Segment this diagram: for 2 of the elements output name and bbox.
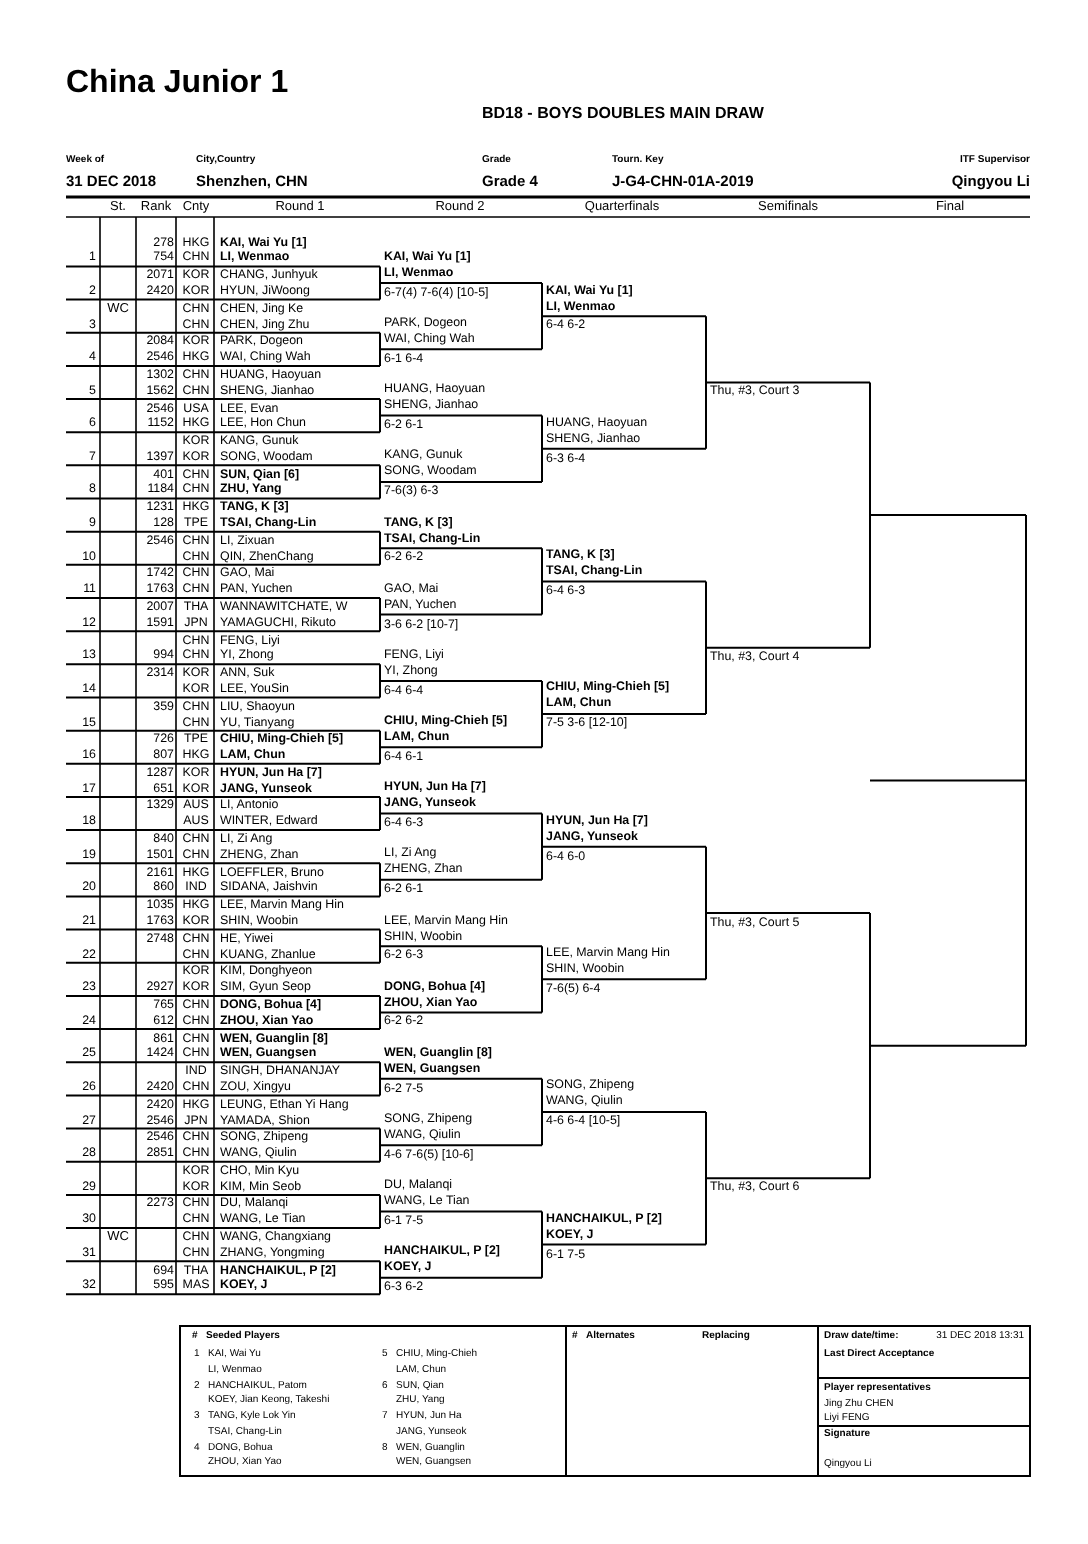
title: China Junior 1 <box>66 65 289 103</box>
draw-title: BD18 - BOYS DOUBLES MAIN DRAW <box>482 104 764 124</box>
